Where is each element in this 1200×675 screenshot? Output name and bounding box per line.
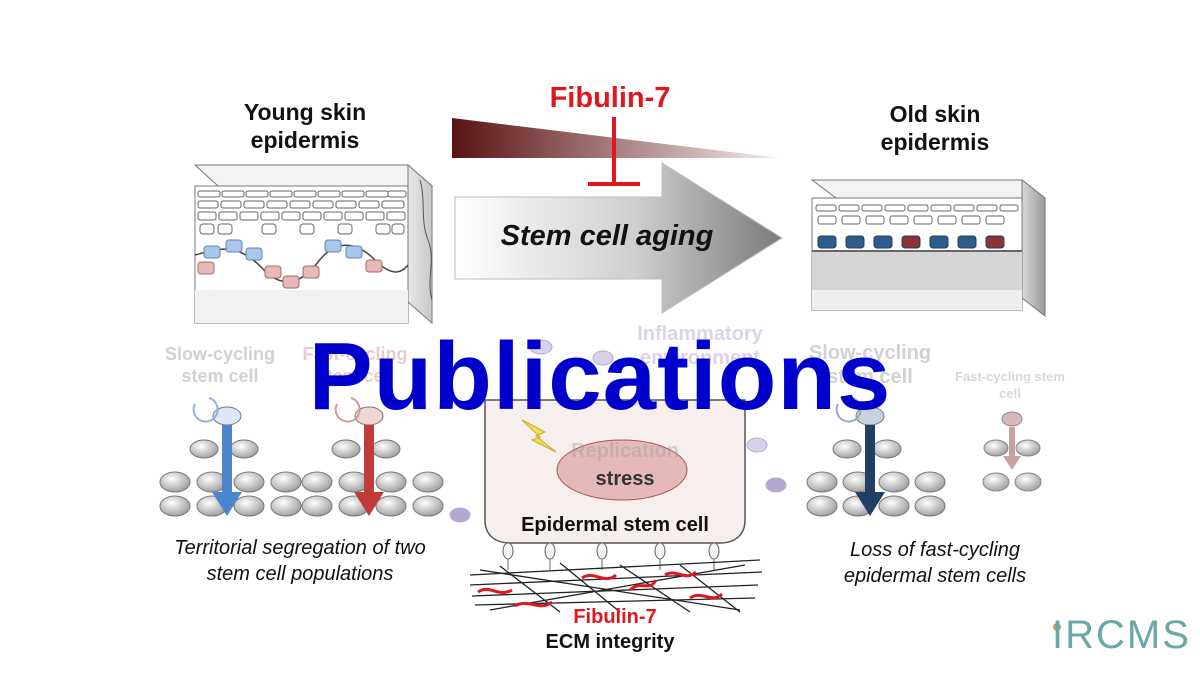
stress-label: stress xyxy=(595,468,655,490)
epidermal-stem-cell-label: Epidermal stem cell xyxy=(521,514,709,536)
old-skin-label: Old skin epidermis xyxy=(880,101,990,155)
slow-cycling-young-label: Slow-cycling stem cell xyxy=(164,344,276,386)
fast-cycling-hierarchy-young xyxy=(301,397,444,517)
ecm-mesh xyxy=(469,559,763,613)
loss-of-fast-cycling-caption: Loss of fast-cycling epidermal stem cell… xyxy=(843,539,1027,587)
replication-label: Replication xyxy=(571,440,679,462)
fast-cycling-young-label: Fast-cycling stem cell xyxy=(302,344,408,386)
young-skin-block xyxy=(193,163,434,325)
fibulin-7-top-label: Fibulin-7 xyxy=(549,82,671,114)
slow-cycling-hierarchy-old xyxy=(806,397,946,517)
inflammatory-particles xyxy=(449,339,787,523)
stem-cell-aging-arrow xyxy=(454,162,783,314)
ecm-integrity-label: ECM integrity xyxy=(545,631,675,653)
old-skin-block xyxy=(810,178,1047,318)
ircms-logo-text: IRCMS xyxy=(1052,613,1191,657)
inflammatory-environment-label: Inflammatory environment xyxy=(637,323,763,369)
fast-cycling-hierarchy-old xyxy=(982,411,1042,492)
slow-cycling-hierarchy-young xyxy=(159,397,302,517)
stem-cell-aging-label: Stem cell aging xyxy=(500,220,714,252)
publications-title: Publications xyxy=(308,323,892,430)
fibulin-fibers xyxy=(477,570,724,608)
slow-cycling-old-label: Slow-cycling stem cell xyxy=(808,342,932,388)
fibulin-7-bottom-label: Fibulin-7 xyxy=(573,606,657,628)
epidermal-stem-cell-graphic xyxy=(484,399,746,570)
fast-cycling-old-label: Fast-cycling stem cell xyxy=(955,369,1065,401)
territorial-segregation-caption: Territorial segregation of two stem cell… xyxy=(174,537,426,585)
ircms-logo-mark xyxy=(1053,623,1061,631)
inhibition-symbol xyxy=(588,117,640,186)
young-skin-label: Young skin epidermis xyxy=(243,99,367,153)
